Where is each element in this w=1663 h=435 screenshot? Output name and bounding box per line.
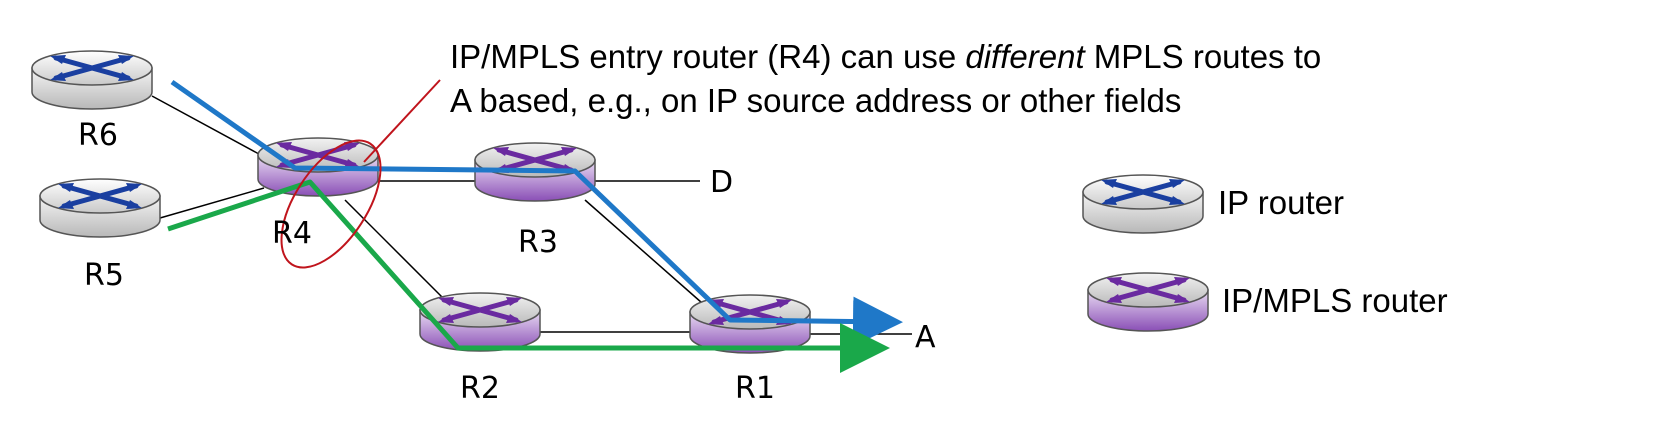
legend-mpls-router-label: IP/MPLS router <box>1222 282 1448 319</box>
mpls-router-r1 <box>690 295 810 353</box>
annotation-line-2: A based, e.g., on IP source address or o… <box>450 82 1181 119</box>
link-r5-r4 <box>159 187 265 219</box>
link-r3-r1 <box>584 199 711 311</box>
router-r5 <box>40 179 160 237</box>
link-r4-r2 <box>344 199 451 306</box>
legend-ip-router-label: IP router <box>1218 184 1344 221</box>
green-route <box>167 179 890 373</box>
link-r6-r4 <box>151 95 271 161</box>
label-r6: R6 <box>78 118 118 153</box>
annotation-line-1: IP/MPLS entry router (R4) can use differ… <box>450 38 1321 75</box>
network-links <box>151 95 912 335</box>
label-r2: R2 <box>460 371 500 406</box>
legend: IP router IP/MPLS router <box>1083 175 1448 331</box>
label-r3: R3 <box>518 225 558 260</box>
label-r4: R4 <box>272 216 312 251</box>
dest-a-label: A <box>915 320 936 355</box>
legend-ip-router-icon <box>1083 175 1203 233</box>
router-r6 <box>32 51 152 109</box>
callout-line <box>363 79 441 163</box>
blue-route <box>170 79 903 347</box>
label-r1: R1 <box>735 371 775 406</box>
entry-router-highlight <box>280 139 382 269</box>
legend-mpls-router-icon <box>1088 273 1208 331</box>
dest-d-label: D <box>710 165 733 200</box>
label-r5: R5 <box>84 258 124 293</box>
